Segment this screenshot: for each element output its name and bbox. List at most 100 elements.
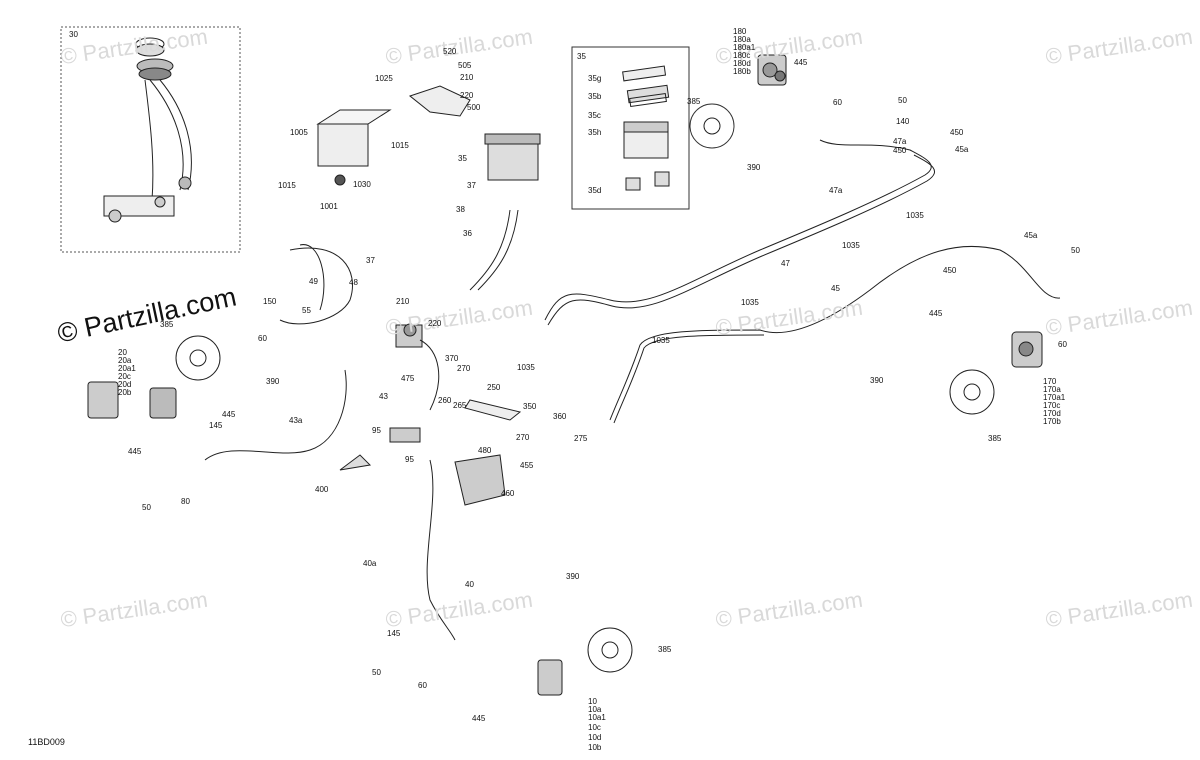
callout: 180c [733,51,751,60]
callout: 270 [457,364,471,373]
callout: 260 [438,396,452,405]
brake-line-45 [609,245,1061,421]
callout: 45 [831,284,840,293]
callout: 445 [472,714,486,723]
callout: 250 [487,383,501,392]
callout: 36 [463,229,472,238]
callout: 10c [588,723,601,732]
callout: 80 [181,497,190,506]
callout: 1035 [652,336,670,345]
callout: 350 [523,402,537,411]
callout: 35 [577,52,586,61]
callout: 38 [456,205,465,214]
callout: 145 [209,421,223,430]
disc-front-right [949,369,995,415]
callout: 50 [372,668,381,677]
callout: 10d [588,733,602,742]
inset-box-master-cylinder [60,26,241,253]
callout: 35b [588,92,602,101]
callout: 400 [315,485,329,494]
callout: 385 [988,434,1002,443]
callout: 180a [733,35,751,44]
callout: 10b [588,743,602,752]
callout: 10a1 [588,713,606,722]
callout: 1015 [278,181,296,190]
callout: 35d [588,186,602,195]
callout: 170 [1043,377,1057,386]
callout: 360 [553,412,567,421]
callout: 55 [302,306,311,315]
callout: 480 [478,446,492,455]
callout: 1035 [741,298,759,307]
callout: 10 [588,697,597,706]
caliper-front-right [1011,331,1043,368]
callout: 520 [443,47,457,56]
callout: 40a [363,559,377,568]
callout: 37 [467,181,476,190]
callout: 35h [588,128,602,137]
reservoir-35 [484,133,541,181]
callout: 390 [566,572,580,581]
reservoir-kit-parts [622,65,670,191]
callout: 37 [366,256,375,265]
callout: 210 [460,73,474,82]
callout: 385 [658,645,672,654]
callout: 43 [379,392,388,401]
callout: 35g [588,74,602,83]
callout: 390 [747,163,761,172]
callout: 390 [870,376,884,385]
callout: 170a1 [1043,393,1066,402]
callout: 220 [460,91,474,100]
callout: 20a1 [118,364,136,373]
disc-front-left [175,335,221,381]
callout: 1015 [391,141,409,150]
callout: 145 [387,629,401,638]
callout: 35 [458,154,467,163]
callout: 1025 [375,74,393,83]
callout: 460 [501,489,515,498]
callout: 1035 [842,241,860,250]
callout: 445 [222,410,236,419]
master-cylinder-center [395,323,423,348]
brake-line-47 [544,139,932,321]
callout: 1030 [353,180,371,189]
callout: 170c [1043,401,1061,410]
callout: 500 [467,103,481,112]
callout: 270 [516,433,530,442]
callout: 50 [142,503,151,512]
brake-line-48 [279,247,353,325]
callout: 20d [118,380,132,389]
callout: 475 [401,374,415,383]
reservoir-455 [454,454,506,506]
callout: 385 [687,97,701,106]
bracket-1005 [316,109,392,186]
callout: 30 [69,30,78,39]
callout: 60 [1058,340,1067,349]
caliper-front-right-top [757,54,787,86]
callout: 505 [458,61,472,70]
callout: 20 [118,348,127,357]
callout: 60 [833,98,842,107]
callout: 45a [955,145,969,154]
callout: 47 [781,259,790,268]
callout: 170b [1043,417,1061,426]
callout: 450 [893,146,907,155]
callout: 445 [929,309,943,318]
callout: 1005 [290,128,308,137]
callout: 140 [896,117,910,126]
hose-36 [469,209,511,291]
callout: 150 [263,297,277,306]
callout: 40 [465,580,474,589]
callout: 170d [1043,409,1061,418]
callout: 170a [1043,385,1061,394]
callout: 10a [588,705,602,714]
callout: 1035 [906,211,924,220]
callout: 180 [733,27,747,36]
callout: 1035 [517,363,535,372]
inset-box-reservoir-kit [571,46,690,210]
callout: 95 [372,426,381,435]
callout: 60 [418,681,427,690]
callout: 370 [445,354,459,363]
callout: 220 [428,319,442,328]
